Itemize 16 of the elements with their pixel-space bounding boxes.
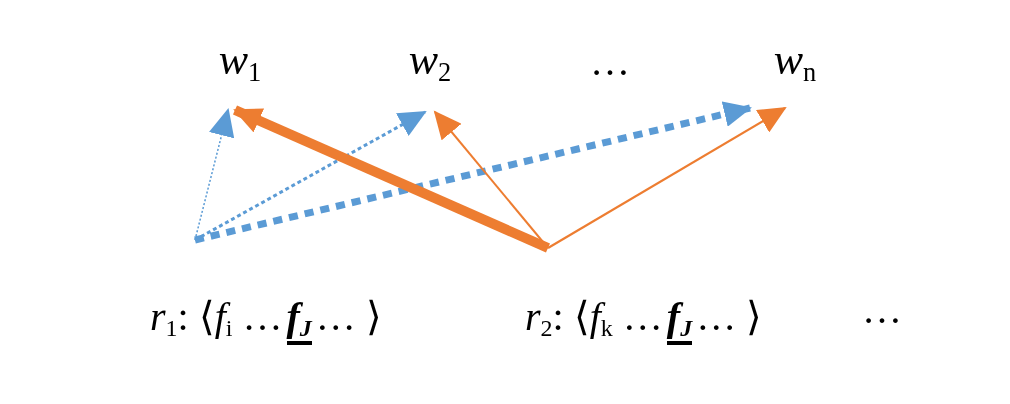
formula-text: r$_{1}$: ⟨f$_{i}$ … [150, 297, 283, 337]
arrow [194, 108, 235, 241]
arrow [233, 105, 550, 253]
ellipsis-text: … [590, 42, 630, 82]
variable-label: w$_{1}$ [218, 38, 262, 82]
arrow [547, 107, 787, 249]
arrow [433, 110, 549, 249]
ellipsis-text: … [862, 290, 902, 330]
variable-label: w$_{2}$ [408, 38, 452, 82]
formula-text: r$_{2}$: ⟨f$_{k}$ … [525, 297, 663, 337]
variable-label: w$_{n}$ [773, 38, 817, 82]
formula-text: … ⟩ [315, 297, 382, 337]
underlined-term: f$_{J}$ [286, 297, 312, 345]
arrow [194, 101, 752, 244]
formula-text: … ⟩ [696, 297, 763, 337]
underlined-term: f$_{J}$ [666, 297, 693, 345]
